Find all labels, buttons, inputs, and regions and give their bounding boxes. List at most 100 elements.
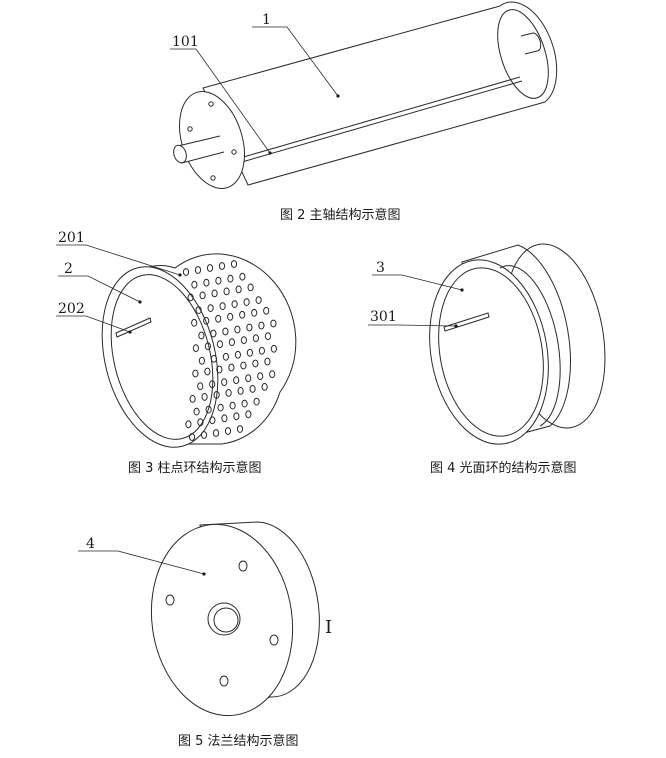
ring-dot: [207, 304, 214, 313]
ring-dot: [269, 370, 276, 379]
ring-dot: [211, 289, 218, 298]
ref-label-1: 1: [262, 12, 271, 28]
ring-dot: [239, 272, 246, 281]
shaft-left-axle-end: [173, 144, 187, 164]
ring-dot: [217, 403, 224, 412]
ring-dot: [222, 352, 229, 361]
ring-dot: [237, 387, 244, 395]
ring-dot: [258, 321, 265, 330]
ring-dot: [241, 399, 248, 408]
leader-dot-301: [454, 324, 458, 328]
leader-dot-201: [178, 273, 182, 277]
ring-dot: [270, 319, 277, 328]
ring-dot: [264, 357, 271, 366]
ring-dot: [210, 354, 217, 363]
ring-dot: [263, 306, 270, 315]
ring-dot: [270, 344, 277, 353]
ring-dot: [246, 348, 253, 357]
ring-dot: [203, 316, 210, 325]
ring-dot: [187, 293, 194, 302]
figure-3-dotted-ring: 201 2 202 图 3 柱点环结构示意图: [56, 230, 297, 476]
ring-dot: [185, 420, 192, 429]
leader-dot-4: [202, 572, 206, 576]
dotted-ring-inner-rim: [110, 274, 214, 440]
shaft-groove-line: [239, 76, 521, 159]
ring-dot: [204, 342, 211, 351]
leader-line-3: [372, 274, 463, 291]
ref-label-202: 202: [58, 301, 85, 317]
shaft-right-end: [497, 9, 549, 99]
flange-bolt-hole: [269, 634, 279, 646]
ring-dot: [257, 372, 264, 381]
ring-dot: [228, 363, 235, 372]
ring-dot: [213, 391, 220, 399]
dotted-ring-front-rim: [101, 266, 219, 448]
ring-dot: [252, 359, 259, 368]
ring-dot: [192, 344, 199, 353]
ring-dot: [227, 312, 234, 321]
ring-dot: [236, 425, 244, 433]
ring-dot: [234, 350, 241, 359]
leader-line-101: [170, 48, 271, 154]
ring-dot: [192, 369, 199, 378]
ring-dot: [195, 306, 202, 315]
ring-dot: [229, 401, 236, 410]
ring-dot: [198, 331, 205, 340]
ring-dot: [215, 276, 222, 285]
ring-dot: [212, 429, 220, 437]
flange-bolt-hole: [238, 560, 248, 572]
ring-dot: [264, 332, 271, 341]
leader-line-1: [252, 26, 339, 97]
ring-dot: [230, 260, 238, 268]
figure-3-caption: 图 3 柱点环结构示意图: [128, 460, 262, 476]
text-cursor-icon: I: [325, 617, 332, 638]
figure-2-main-shaft: 1 101 图 2 主轴结构示意图: [170, 1, 558, 223]
ring-dot: [234, 325, 241, 334]
ring-dot: [205, 405, 212, 414]
ring-dot: [221, 378, 228, 387]
ref-label-2: 2: [64, 261, 73, 277]
ring-dot: [239, 310, 246, 319]
ring-dot: [215, 314, 222, 323]
ring-dot: [199, 291, 206, 300]
flange-bolt-hole: [219, 675, 229, 687]
flange-center-hole-inner: [213, 607, 239, 633]
ring-dot: [216, 340, 223, 349]
shaft-end-hole: [210, 175, 216, 181]
figure-2-caption: 图 2 主轴结构示意图: [280, 207, 401, 223]
ring-dot: [206, 264, 214, 272]
leader-line-301: [368, 324, 457, 327]
ring-dot: [210, 329, 217, 338]
leader-dot-202: [128, 330, 132, 334]
ring-dot: [258, 346, 265, 355]
ring-dot: [188, 433, 196, 441]
leader-dot-2: [138, 300, 142, 304]
ring-dot: [235, 285, 242, 294]
shaft-end-hole: [231, 149, 237, 155]
ring-dot: [209, 416, 216, 425]
figure-4-smooth-ring: 3 301 图 4 光面环的结构示意图: [368, 243, 606, 476]
ring-dot: [209, 380, 216, 389]
ring-dot: [252, 334, 259, 343]
ring-dot: [243, 298, 250, 307]
ring-dot: [233, 376, 240, 385]
ref-label-101: 101: [172, 34, 199, 50]
ring-dot: [249, 385, 256, 393]
ring-dot: [198, 356, 205, 365]
ring-dot: [240, 361, 247, 370]
shaft-end-hole: [208, 101, 214, 107]
smooth-ring-front-rim: [429, 259, 549, 445]
ring-dot: [231, 300, 238, 309]
shaft-right-axle: [520, 32, 542, 55]
ring-dot: [204, 367, 211, 376]
smooth-ring-inner-rim: [438, 267, 544, 437]
leader-dot-1: [336, 94, 340, 98]
ring-dot: [255, 296, 262, 305]
ring-dot: [227, 274, 234, 283]
ring-dot: [193, 407, 200, 416]
ring-dot: [253, 397, 260, 406]
smooth-ring-inner-edge: [499, 265, 561, 427]
ring-dot: [228, 338, 235, 347]
ref-label-201: 201: [58, 230, 85, 246]
